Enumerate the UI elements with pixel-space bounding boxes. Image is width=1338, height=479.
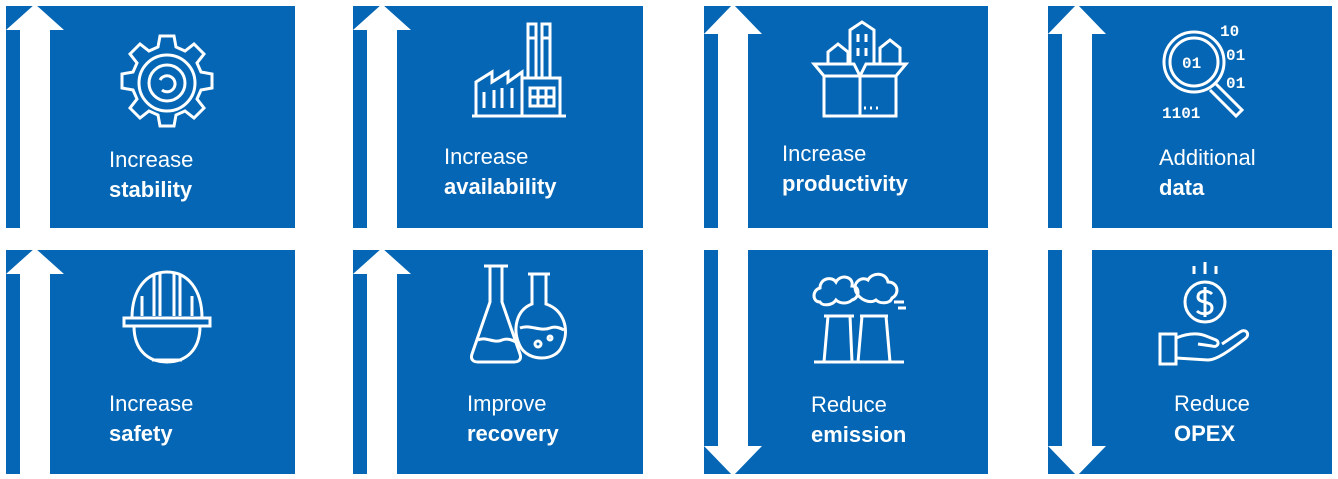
- flasks-icon: [464, 258, 574, 368]
- tile-increase-availability: Increase availability: [353, 6, 643, 228]
- tile-reduce-emission: Reduce emission: [704, 250, 988, 474]
- tile-label: Reduce emission: [811, 390, 906, 450]
- tile-improve-recovery: Improve recovery: [353, 250, 643, 474]
- tile-label-line1: Additional: [1159, 145, 1256, 170]
- data-digits-right2: 01: [1226, 75, 1245, 93]
- tile-label-line2: productivity: [782, 171, 908, 196]
- tile-label-line2: safety: [109, 421, 173, 446]
- tile-label: Reduce OPEX: [1174, 389, 1250, 449]
- tile-reduce-opex: Reduce OPEX: [1048, 250, 1332, 474]
- tile-label: Additional data: [1159, 143, 1256, 203]
- smokestack-icon: [806, 262, 916, 372]
- tile-label-line2: availability: [444, 174, 557, 199]
- double-arrow: [704, 4, 762, 230]
- double-arrow: [1048, 4, 1106, 230]
- up-arrow: [353, 4, 411, 230]
- tile-label-line1: Reduce: [1174, 391, 1250, 416]
- tile-label-line2: data: [1159, 175, 1205, 200]
- tile-increase-safety: Increase safety: [6, 250, 295, 474]
- tile-label: Increase stability: [109, 145, 193, 205]
- hard-hat-icon: [112, 260, 222, 370]
- tile-label-line2: stability: [109, 177, 193, 202]
- tile-label: Improve recovery: [467, 389, 559, 449]
- data-digits-top: 10: [1220, 23, 1239, 41]
- box-houses-icon: [806, 16, 916, 126]
- tile-label: Increase productivity: [782, 139, 908, 199]
- data-digits-bottom: 1101: [1162, 105, 1200, 123]
- factory-icon: [464, 16, 574, 126]
- tile-label-line1: Increase: [109, 391, 194, 416]
- tile-label-line1: Increase: [444, 144, 529, 169]
- data-digits-middle: 01: [1182, 55, 1201, 73]
- tile-label-line2: recovery: [467, 421, 559, 446]
- up-arrow: [6, 248, 64, 476]
- tile-label-line1: Increase: [782, 141, 867, 166]
- data-digits-right1: 01: [1226, 47, 1245, 65]
- down-arrow: [704, 248, 762, 476]
- tile-label-line2: emission: [811, 422, 907, 447]
- data-magnifier-icon: 01 10 01 01 1101: [1150, 14, 1260, 124]
- up-arrow: [353, 248, 411, 476]
- down-arrow: [1048, 248, 1106, 476]
- tile-label: Increase availability: [444, 142, 557, 202]
- tile-label-line1: Reduce: [811, 392, 887, 417]
- tile-additional-data: 01 10 01 01 1101 Additional data: [1048, 6, 1332, 228]
- tile-label-line1: Improve: [467, 391, 547, 416]
- tile-increase-stability: Increase stability: [6, 6, 295, 228]
- gear-icon: [112, 28, 222, 138]
- coin-hand-icon: [1150, 260, 1260, 370]
- tile-label: Increase safety: [109, 389, 193, 449]
- up-arrow: [6, 4, 64, 230]
- tile-label-line2: OPEX: [1174, 421, 1236, 446]
- tile-increase-productivity: Increase productivity: [704, 6, 988, 228]
- tile-label-line1: Increase: [109, 147, 194, 172]
